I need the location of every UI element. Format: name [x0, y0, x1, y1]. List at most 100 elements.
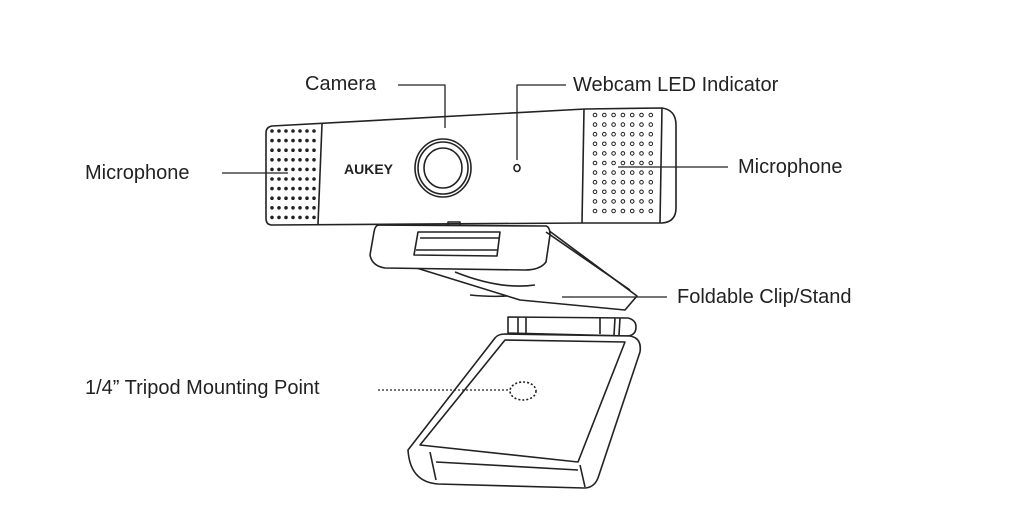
label-led-indicator: Webcam LED Indicator — [573, 74, 779, 96]
camera-lens — [414, 138, 472, 198]
grille-hole — [305, 158, 309, 162]
grille-hole — [277, 177, 281, 181]
grille-hole — [270, 196, 274, 200]
grille-hole — [592, 208, 598, 214]
grille-hole — [305, 129, 309, 133]
grille-hole — [298, 186, 302, 191]
foldable-clip — [369, 221, 638, 311]
grille-hole — [284, 196, 288, 200]
grille-hole — [298, 177, 302, 181]
grille-hole — [629, 189, 635, 195]
grille-hole — [629, 208, 635, 214]
grille-hole — [648, 199, 654, 204]
grille-hole — [277, 215, 281, 220]
grille-hole — [277, 186, 281, 191]
led-indicator — [513, 163, 521, 173]
grille-hole — [629, 112, 635, 118]
grille-hole — [284, 186, 288, 191]
grille-hole — [312, 167, 316, 172]
grille-hole — [639, 151, 644, 156]
grille-hole — [648, 141, 654, 147]
grille-hole — [602, 160, 607, 166]
grille-hole — [602, 170, 607, 175]
grille-hole — [277, 138, 281, 143]
grille-hole — [629, 179, 635, 185]
grille-hole — [648, 131, 654, 137]
grille-hole — [648, 170, 654, 175]
grille-hole — [639, 170, 644, 175]
grille-hole — [305, 167, 309, 172]
grille-hole — [602, 112, 607, 118]
grille-hole — [270, 129, 274, 133]
grille-hole — [270, 215, 274, 220]
grille-hole — [648, 189, 654, 195]
grille-hole — [270, 148, 274, 152]
grille-hole — [639, 179, 644, 185]
grille-hole — [291, 129, 295, 133]
grille-hole — [620, 189, 626, 195]
grille-hole — [620, 122, 626, 127]
grille-hole — [629, 170, 635, 175]
grille-hole — [592, 170, 598, 175]
grille-hole — [305, 215, 309, 220]
grille-hole — [602, 179, 607, 185]
grille-hole — [611, 170, 616, 175]
grille-hole — [602, 141, 607, 147]
grille-hole — [639, 208, 644, 214]
grille-hole — [305, 177, 309, 181]
microphone-right-grille — [592, 112, 654, 214]
grille-hole — [592, 131, 598, 137]
grille-hole — [602, 122, 607, 127]
grille-hole — [629, 122, 635, 127]
grille-hole — [284, 177, 288, 181]
grille-hole — [291, 158, 295, 162]
grille-hole — [611, 199, 616, 204]
grille-hole — [602, 131, 607, 137]
grille-hole — [611, 208, 616, 214]
microphone-left-grille — [270, 129, 316, 220]
grille-hole — [611, 151, 616, 156]
grille-hole — [620, 151, 626, 156]
label-microphone-left: Microphone — [85, 162, 190, 184]
grille-hole — [284, 167, 288, 172]
grille-hole — [611, 131, 616, 137]
grille-hole — [648, 151, 654, 156]
grille-hole — [648, 122, 654, 127]
grille-hole — [648, 160, 654, 166]
grille-hole — [291, 186, 295, 191]
grille-hole — [284, 129, 288, 133]
grille-hole — [611, 179, 616, 185]
grille-hole — [312, 158, 316, 162]
grille-hole — [620, 208, 626, 214]
leader-lines — [222, 84, 728, 391]
grille-hole — [312, 206, 316, 210]
grille-hole — [629, 160, 635, 166]
grille-hole — [277, 167, 281, 172]
grille-hole — [620, 179, 626, 185]
grille-hole — [629, 131, 635, 137]
grille-hole — [305, 138, 309, 143]
grille-hole — [312, 215, 316, 220]
grille-hole — [592, 122, 598, 127]
grille-hole — [592, 151, 598, 156]
grille-hole — [639, 122, 644, 127]
grille-hole — [298, 148, 302, 152]
grille-hole — [611, 141, 616, 147]
grille-hole — [284, 215, 288, 220]
grille-hole — [592, 199, 598, 204]
grille-hole — [284, 158, 288, 162]
grille-hole — [648, 208, 654, 214]
hinge — [507, 316, 637, 337]
grille-hole — [298, 206, 302, 210]
grille-hole — [639, 131, 644, 137]
label-microphone-right: Microphone — [738, 156, 843, 178]
grille-hole — [277, 148, 281, 152]
grille-hole — [277, 196, 281, 200]
label-camera: Camera — [305, 73, 377, 95]
grille-hole — [620, 141, 626, 147]
grille-hole — [312, 196, 316, 200]
grille-hole — [639, 160, 644, 166]
grille-hole — [270, 167, 274, 172]
grille-hole — [284, 138, 288, 143]
